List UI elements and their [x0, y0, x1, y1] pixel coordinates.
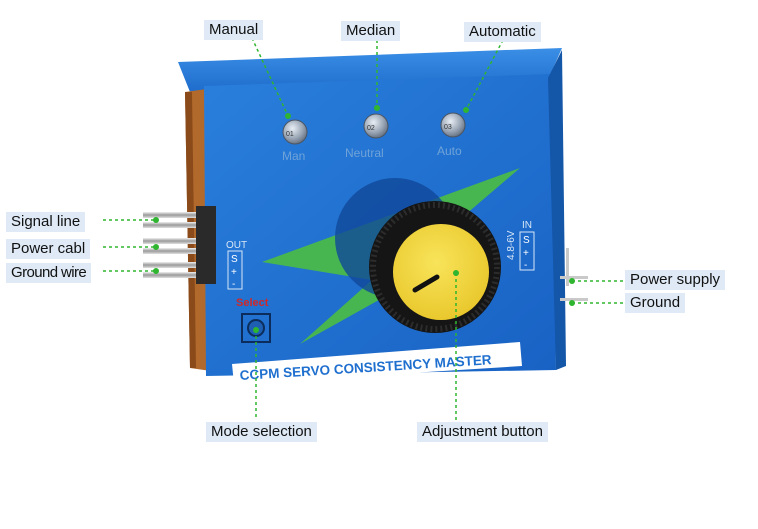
led-marker-man: 01: [286, 131, 294, 138]
callout-median: Median: [341, 21, 401, 41]
callout-automatic: Automatic: [464, 22, 541, 42]
callout-signal-line: Signal line: [6, 212, 86, 232]
input-pins: [560, 248, 588, 301]
led-label-neutral: Neutral: [345, 146, 384, 160]
out-pin-s: S: [231, 254, 238, 265]
select-label: Select: [236, 297, 269, 309]
led-label-man: Man: [282, 149, 305, 163]
led-neutral: [363, 113, 389, 139]
callout-ground-wire: Ground wire: [6, 263, 92, 283]
callout-power-supply: Power supply: [625, 270, 726, 290]
callout-adjustment-button: Adjustment button: [417, 422, 548, 442]
in-pin-s: S: [523, 235, 530, 246]
leader-lines: [103, 37, 628, 420]
in-label: IN: [522, 220, 532, 231]
out-pin-minus: -: [232, 279, 235, 290]
led-marker-neutral: 02: [367, 125, 375, 132]
leader-dots: [153, 105, 575, 333]
output-pins: [143, 206, 216, 284]
out-label: OUT: [226, 240, 247, 251]
led-label-auto: Auto: [437, 144, 462, 158]
callout-manual: Manual: [204, 20, 264, 40]
callout-power-cable: Power cabl: [6, 239, 91, 259]
callout-ground: Ground: [625, 293, 686, 313]
led-man: [282, 119, 308, 145]
led-auto: [440, 112, 466, 138]
adjustment-knob: [369, 201, 501, 333]
in-pin-minus: -: [524, 260, 527, 271]
out-pin-plus: +: [231, 267, 237, 278]
led-marker-auto: 03: [444, 124, 452, 131]
voltage-label: 4.8-6V: [506, 230, 517, 260]
servo-tester-case: [178, 48, 566, 376]
callout-mode-selection: Mode selection: [206, 422, 317, 442]
in-pin-plus: +: [523, 248, 529, 259]
